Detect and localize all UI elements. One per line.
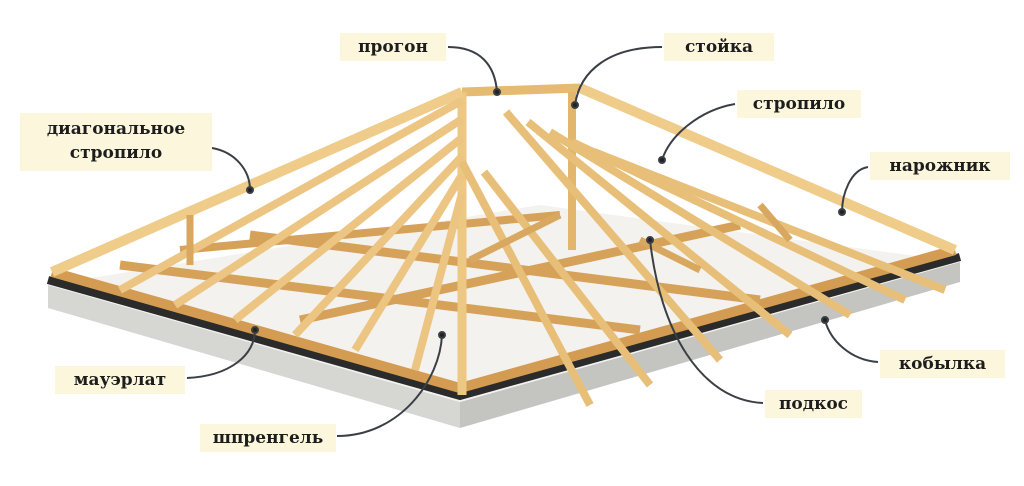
diagonal-rafter xyxy=(49,87,465,277)
leader-lines xyxy=(186,46,879,437)
label-narozhnik: нарожник xyxy=(870,152,1010,180)
label-stoyka: стойка xyxy=(664,33,774,61)
label-diagonal-rafter: диагональное стропило xyxy=(20,113,212,171)
jack-rafter xyxy=(118,97,464,294)
mauerlat-strip xyxy=(46,253,962,401)
leader-line xyxy=(447,46,498,93)
leader-dot xyxy=(493,88,501,96)
label-diagonal-line1: диагональное xyxy=(46,119,186,139)
leader-dot xyxy=(246,186,254,194)
leader-line xyxy=(649,239,764,404)
rafter xyxy=(480,169,654,388)
leader-dot xyxy=(571,101,579,109)
leader-dot xyxy=(838,208,846,216)
label-shprengel: шпренгель xyxy=(200,424,336,452)
label-podkos: подкос xyxy=(765,390,862,418)
jack-rafter xyxy=(411,192,466,372)
leader-line xyxy=(211,147,251,191)
rafter xyxy=(458,160,594,407)
label-mauerlat: мауэрлат xyxy=(55,366,185,394)
jack-rafter xyxy=(172,115,465,309)
floor-area xyxy=(48,205,960,402)
rafters xyxy=(49,83,957,407)
floor-beam xyxy=(249,230,761,305)
jack-rafter xyxy=(292,153,465,338)
leader-line xyxy=(186,329,256,379)
strut xyxy=(757,202,793,243)
rafter xyxy=(547,128,853,319)
label-diagonal-line2: стропило xyxy=(69,143,163,163)
leader-dot xyxy=(821,316,829,324)
leader-dot xyxy=(646,236,654,244)
diagonal-rafter xyxy=(578,83,957,255)
leader-dot xyxy=(251,326,259,334)
leader-line xyxy=(841,166,869,213)
label-progon: прогон xyxy=(340,33,446,61)
jack-rafter xyxy=(232,134,465,324)
strut xyxy=(468,211,562,264)
label-stropilo: стропило xyxy=(737,90,861,118)
label-kobylka: кобылка xyxy=(880,350,1005,378)
leader-line xyxy=(661,103,736,161)
concrete-base-left-face xyxy=(48,285,460,428)
rafter xyxy=(525,118,793,339)
leader-dot xyxy=(658,156,666,164)
floor-beam xyxy=(119,260,641,335)
jack-rafter xyxy=(351,172,466,353)
leader-dot xyxy=(438,331,446,339)
ridge-purlin xyxy=(461,83,581,97)
leader-line xyxy=(574,46,663,106)
leader-line xyxy=(336,334,443,437)
rafter xyxy=(502,109,724,363)
leader-line xyxy=(824,319,879,363)
